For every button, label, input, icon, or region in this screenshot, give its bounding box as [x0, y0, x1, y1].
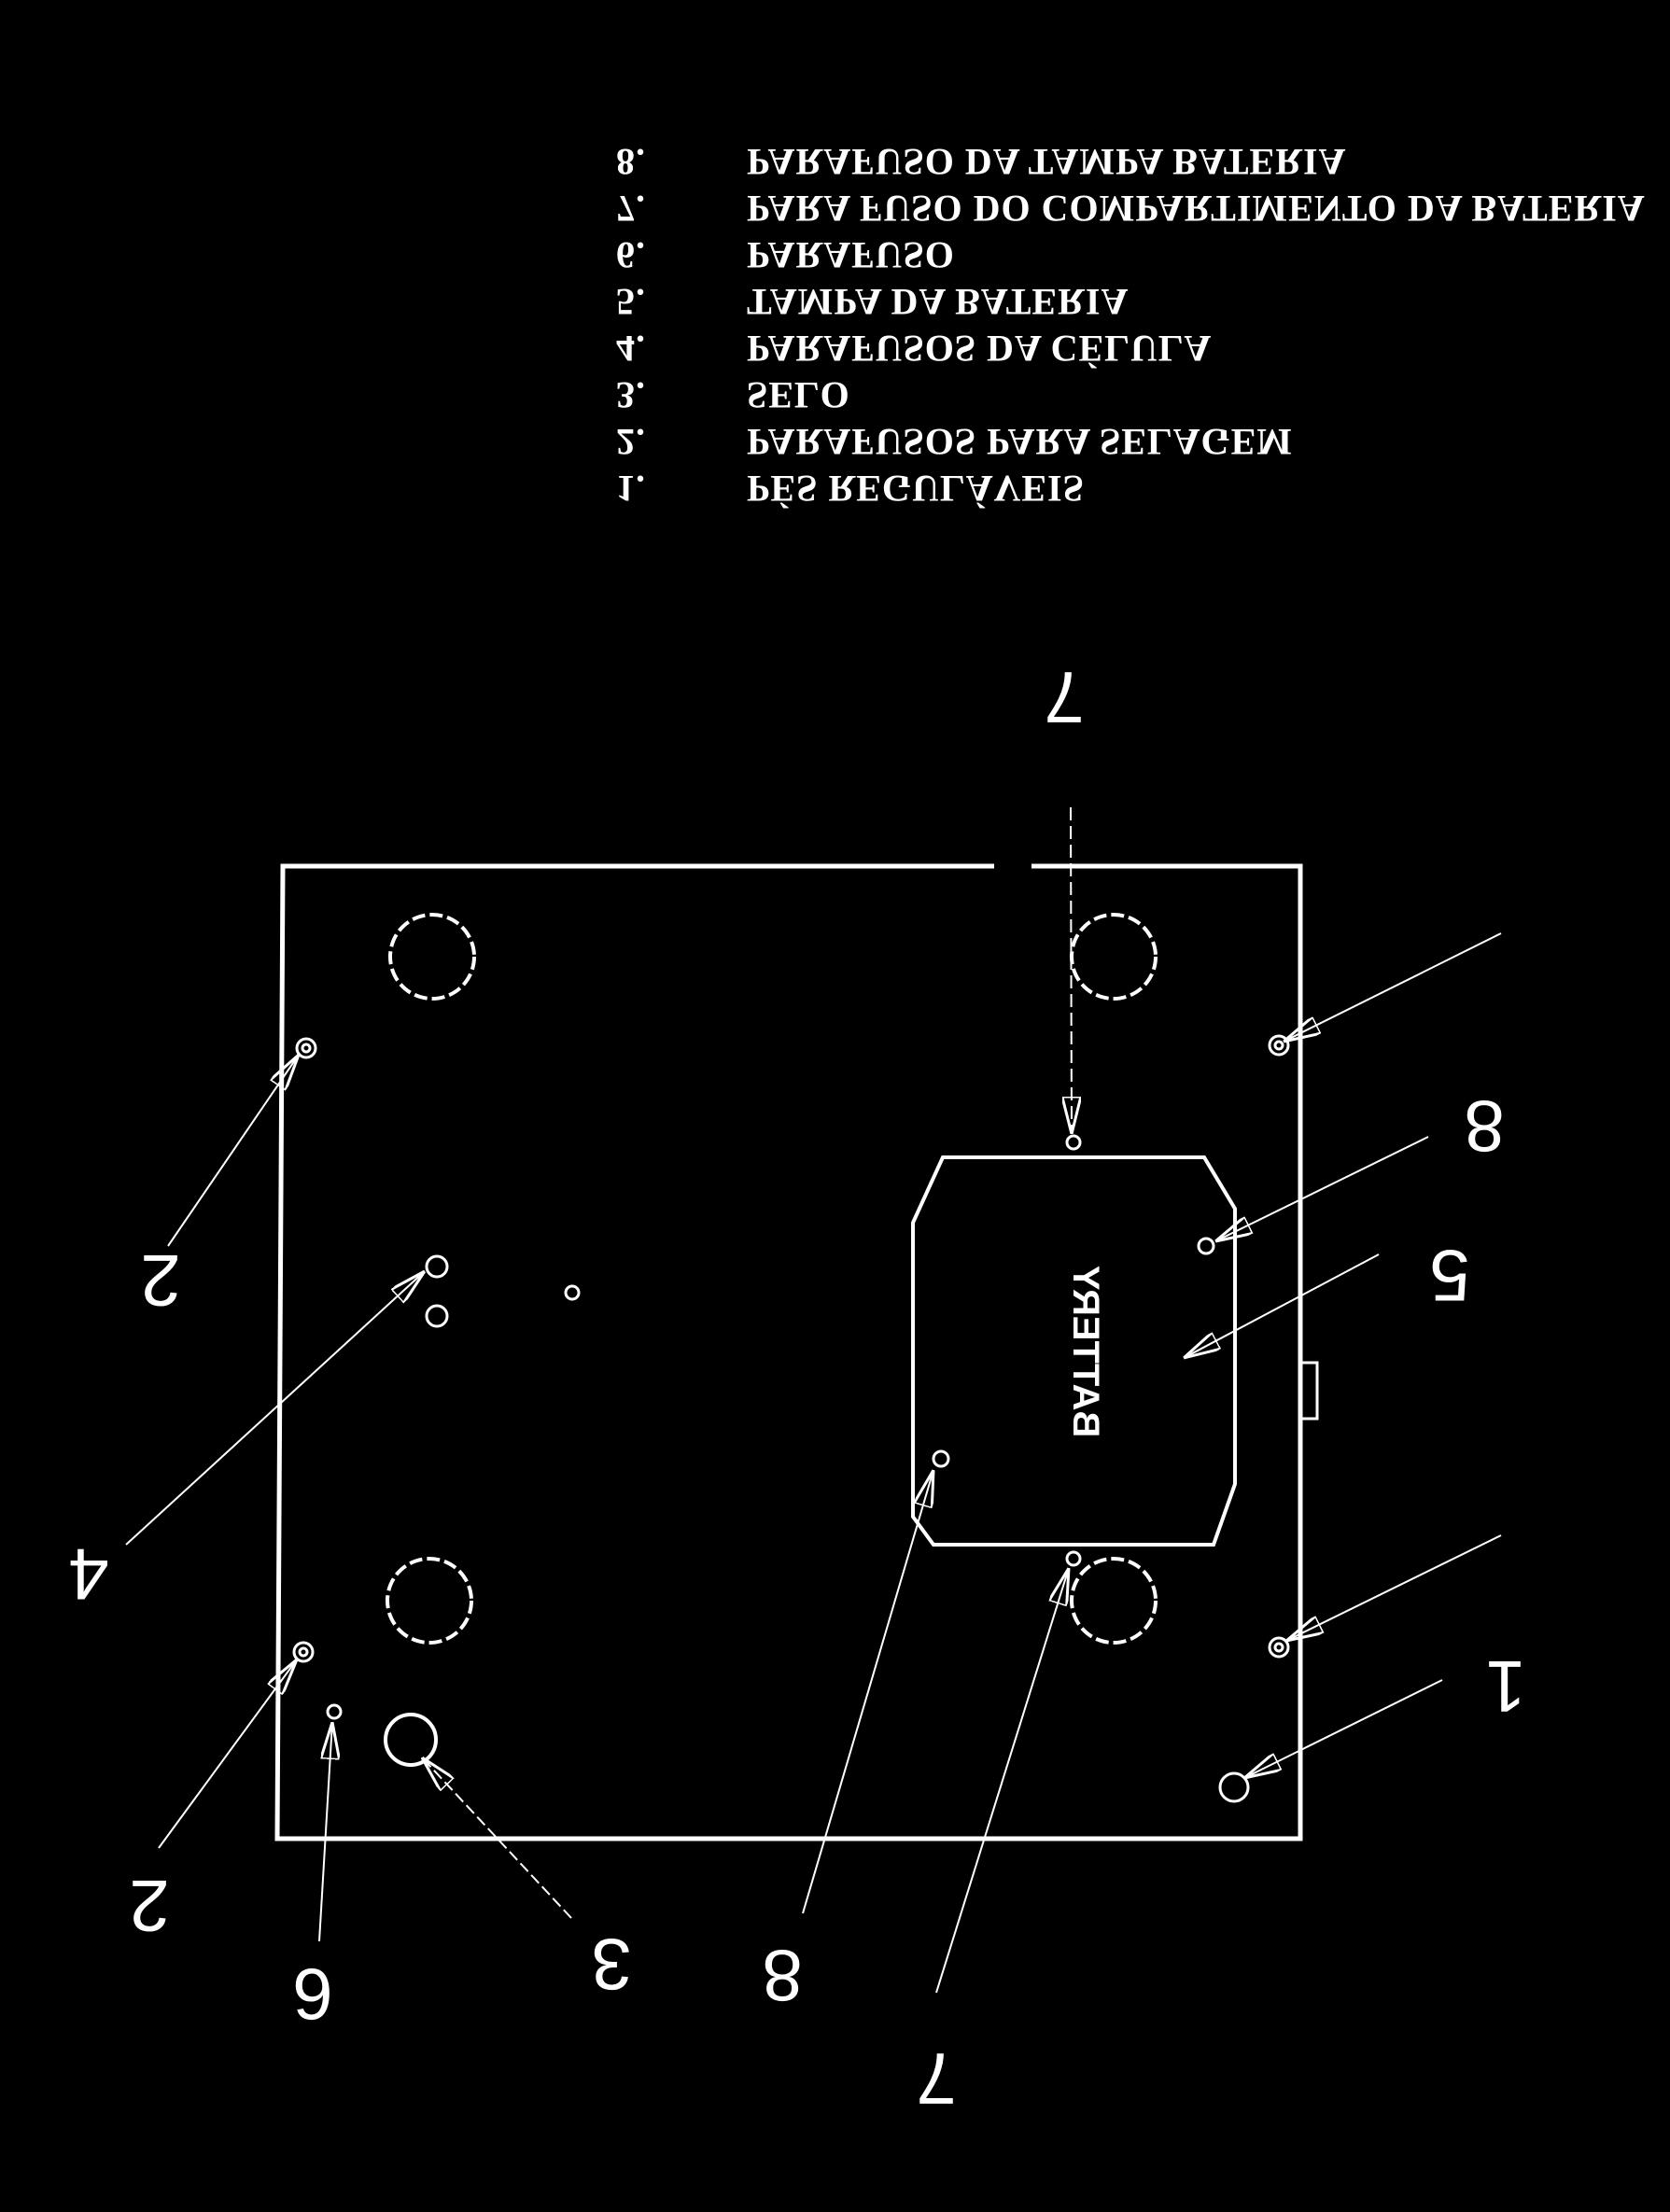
case-outline	[274, 863, 1319, 1841]
foot-screw	[1218, 1771, 1250, 1803]
callout-label: 8	[762, 1935, 802, 2017]
adjustable-foot	[386, 913, 1158, 1645]
battery-cover	[911, 1155, 1237, 1547]
callout-label: 6	[292, 1953, 332, 2036]
callout-label: 2	[140, 1239, 180, 1322]
seal	[384, 1713, 438, 1767]
leader-lines	[125, 806, 1502, 1994]
callout-label: 7	[916, 2037, 956, 2120]
callout-label: 2	[129, 1865, 169, 1947]
callout-label: 8	[1464, 1085, 1504, 1168]
callout-label: 4	[68, 1533, 108, 1616]
cell-screw	[326, 1254, 581, 1720]
callout-label: 7	[1044, 656, 1084, 738]
callout-numbers: 7 8 5 2 4 2 6 3 8 7 1	[68, 656, 1525, 2120]
callout-label: 5	[1429, 1235, 1469, 1317]
battery-label: BATTERY	[1065, 1265, 1106, 1437]
callout-label: 3	[591, 1924, 631, 2006]
sealing-screw	[292, 1034, 1290, 1663]
battery-cover-screw	[932, 1134, 1215, 1567]
callout-label: 1	[1485, 1645, 1525, 1728]
